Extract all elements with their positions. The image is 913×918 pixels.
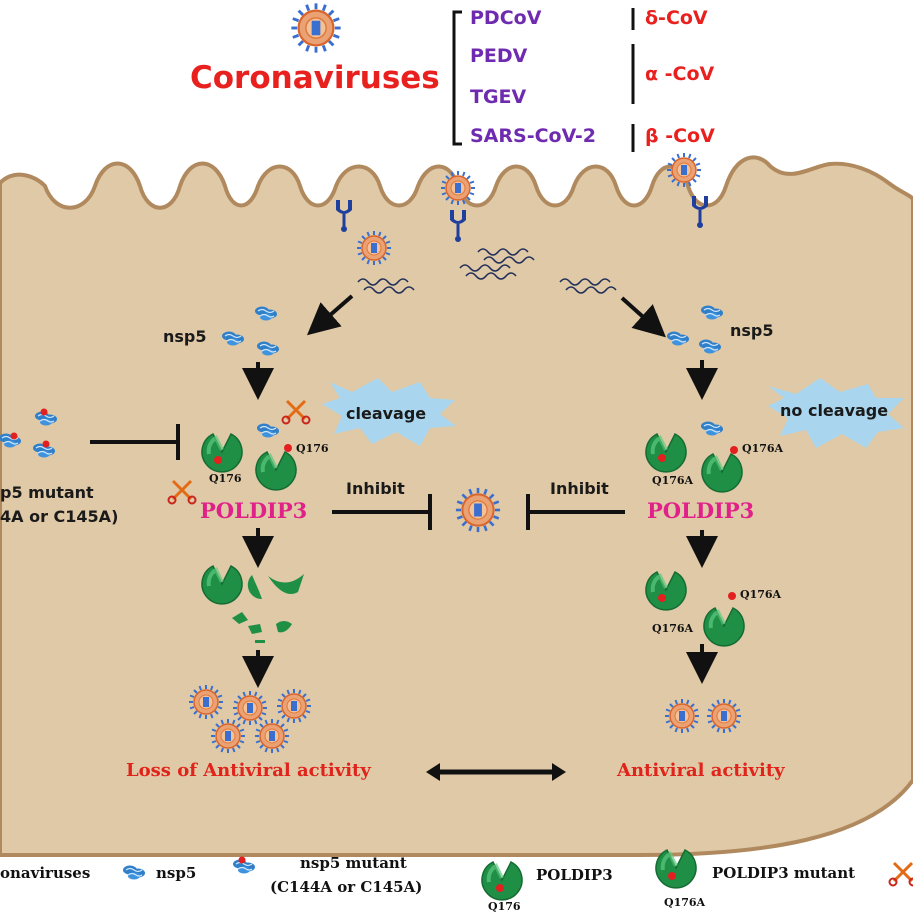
nsp5-icon xyxy=(123,866,145,880)
cell-body xyxy=(0,157,913,855)
virus-icon xyxy=(189,685,223,719)
poldip3-icon xyxy=(482,862,522,900)
virus-icon xyxy=(277,689,311,723)
virus-icon xyxy=(456,488,500,532)
legend: onaviruses nsp5 nsp5 mutant (C144A or C1… xyxy=(0,850,913,913)
header: Coronaviruses PDCoV PEDV TGEV SARS-CoV-2… xyxy=(190,3,715,152)
cleavage-site-dot xyxy=(214,456,222,464)
site-label: Q176A xyxy=(740,588,782,601)
virus-name-pdcov: PDCoV xyxy=(470,7,542,29)
site-label: Q176 xyxy=(296,442,329,455)
left-nsp5-label: nsp5 xyxy=(163,327,207,346)
legend-poldip3: POLDIP3 xyxy=(536,866,613,884)
virus-icon xyxy=(441,171,475,205)
virus-icon xyxy=(667,153,701,187)
virus-icon xyxy=(211,719,245,753)
right-poldip3-label: POLDIP3 xyxy=(647,498,754,523)
legend-poldip3-site: Q176 xyxy=(488,900,521,913)
left-poldip3-label: POLDIP3 xyxy=(200,498,307,523)
virus-name-sars-cov-2: SARS-CoV-2 xyxy=(470,125,596,147)
title: Coronaviruses xyxy=(190,60,440,96)
right-inhibit-label: Inhibit xyxy=(550,479,609,498)
site-label: Q176 xyxy=(209,472,242,485)
virus-icon xyxy=(233,691,267,725)
cleavage-label: cleavage xyxy=(346,404,426,423)
group-beta-cov: β -CoV xyxy=(645,125,715,147)
virus-icon xyxy=(707,699,741,733)
virus-icon xyxy=(291,3,340,52)
loss-antiviral-label: Loss of Antiviral activity xyxy=(126,760,371,781)
cleavage-site-dot xyxy=(284,444,292,452)
site-label: Q176A xyxy=(742,442,784,455)
site-label: Q176A xyxy=(652,474,694,487)
group-delta-cov: δ-CoV xyxy=(645,7,708,29)
legend-coronaviruses: onaviruses xyxy=(0,864,90,882)
nsp5-mutant-sublabel: 4A or C145A) xyxy=(0,507,118,526)
virus-name-tgev: TGEV xyxy=(470,86,527,108)
group-alpha-cov: α -CoV xyxy=(645,63,715,85)
antiviral-label: Antiviral activity xyxy=(616,760,785,781)
legend-nsp5-mutant-sub: (C144A or C145A) xyxy=(270,878,422,896)
legend-poldip3-mutant: POLDIP3 mutant xyxy=(712,864,855,882)
no-cleavage-label: no cleavage xyxy=(780,401,888,420)
virus-name-pedv: PEDV xyxy=(470,45,528,67)
right-nsp5-label: nsp5 xyxy=(730,321,774,340)
virus-icon xyxy=(357,231,391,265)
virus-icon xyxy=(665,699,699,733)
legend-poldip3-mutant-site: Q176A xyxy=(664,896,706,909)
nsp5-mutant-label: p5 mutant xyxy=(0,483,94,502)
site-label: Q176A xyxy=(652,622,694,635)
legend-nsp5-mutant: nsp5 mutant xyxy=(300,854,407,872)
virus-icon xyxy=(255,719,289,753)
scissors-icon xyxy=(890,863,913,886)
left-inhibit-label: Inhibit xyxy=(346,479,405,498)
legend-nsp5: nsp5 xyxy=(156,864,196,882)
